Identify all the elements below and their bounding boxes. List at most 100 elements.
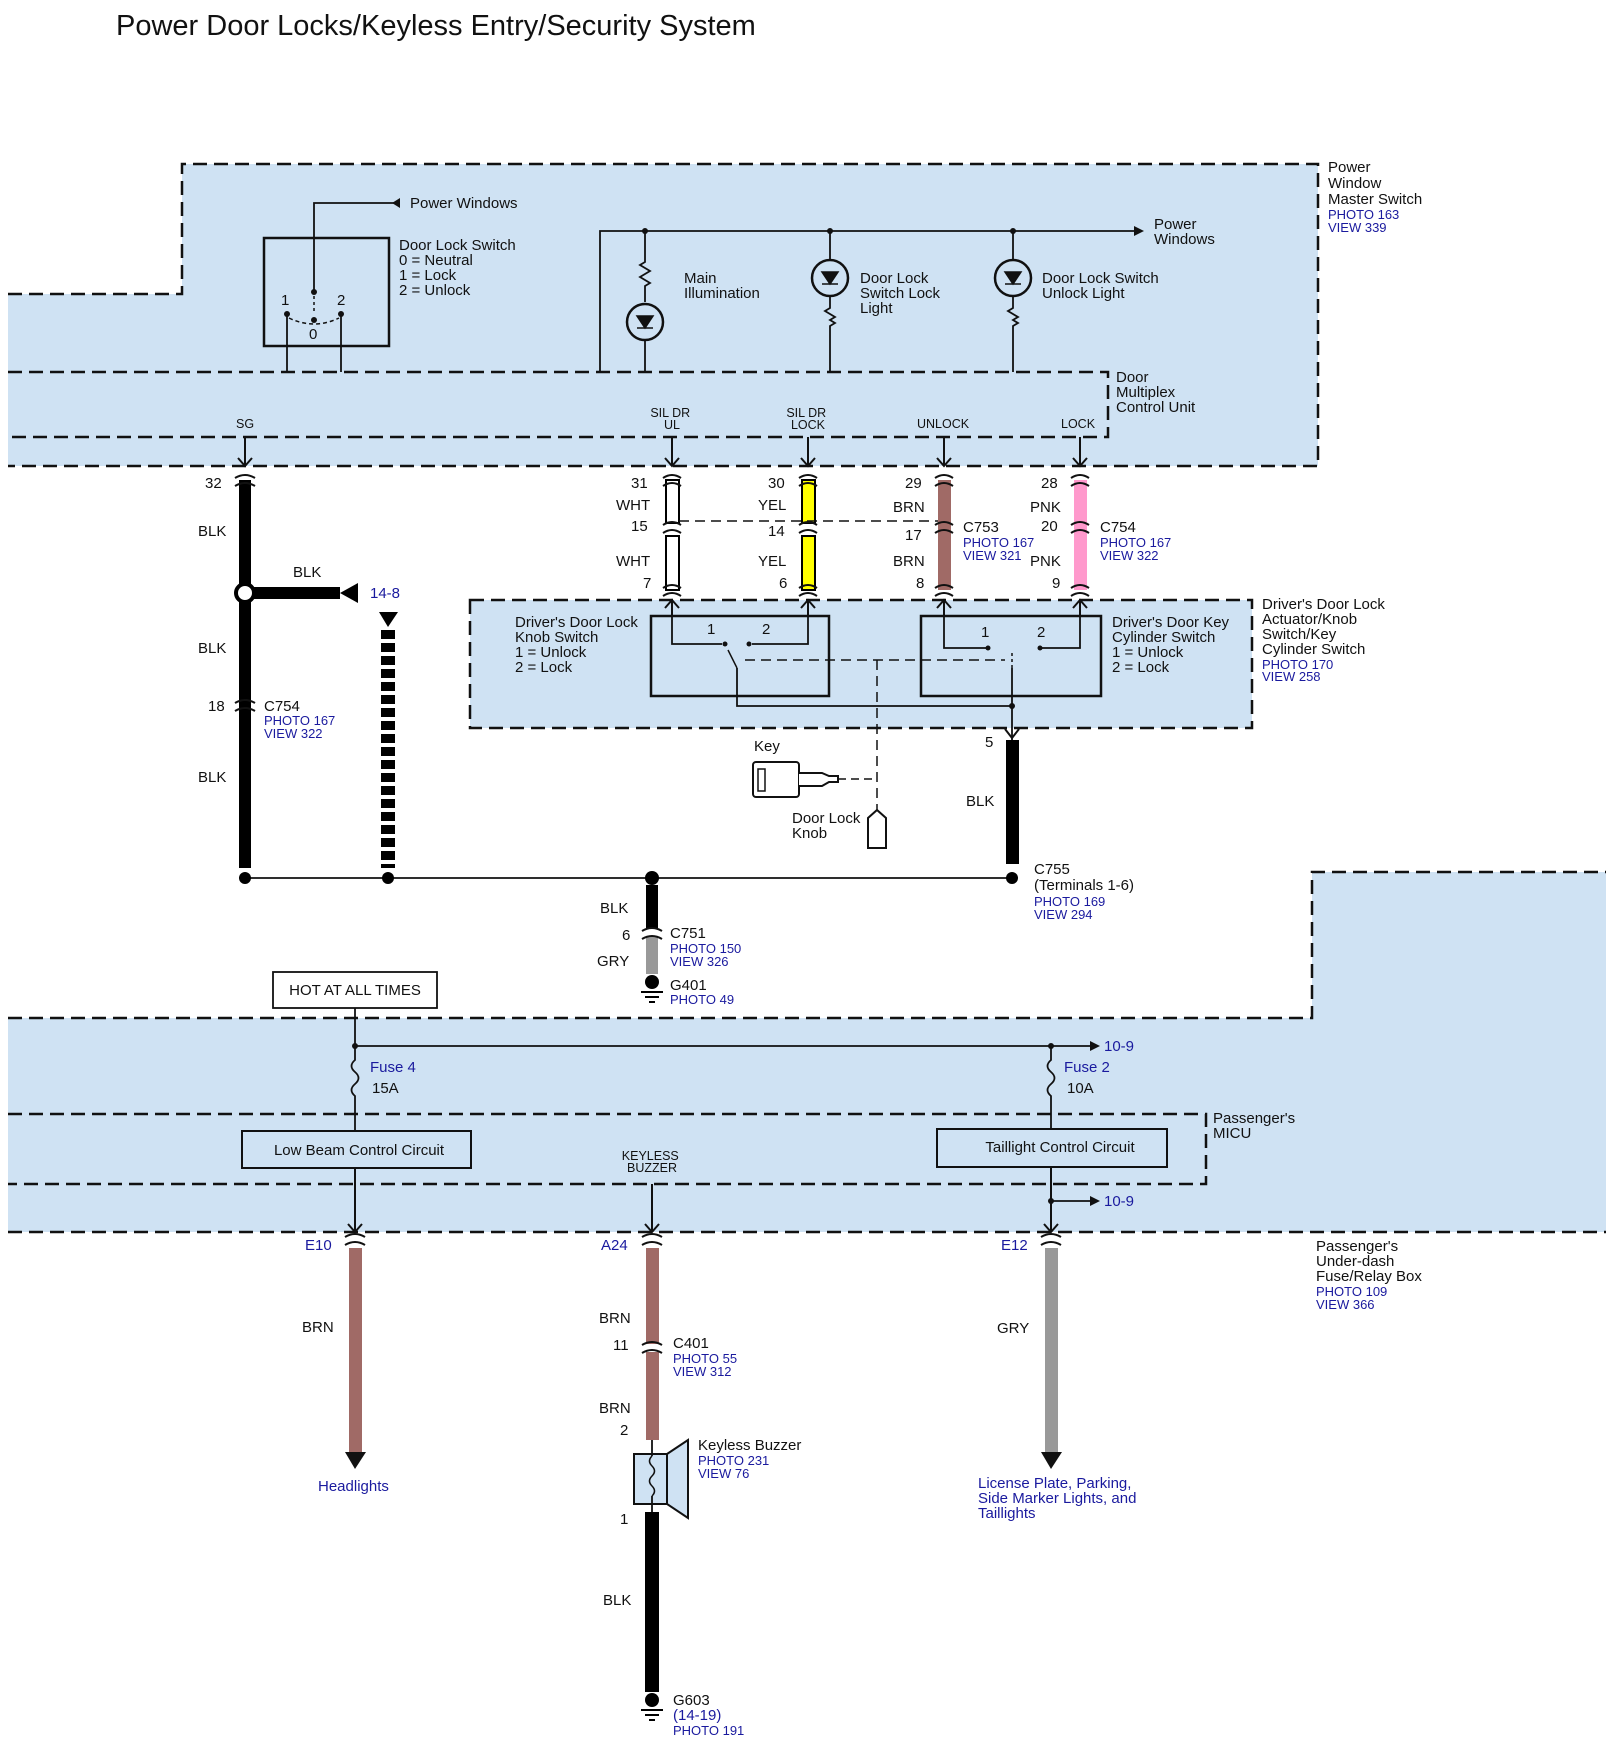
wire-label-yel-2: YEL bbox=[758, 553, 786, 570]
conn-c751-mark bbox=[641, 927, 663, 940]
knob-common-wire bbox=[736, 668, 1012, 707]
knob-pos-2: 2 bbox=[762, 621, 770, 638]
fuse-4-amps: 15A bbox=[372, 1080, 399, 1097]
bus-node-3 bbox=[645, 871, 659, 885]
pin-2: 2 bbox=[620, 1422, 628, 1439]
wire-brn-e10 bbox=[349, 1248, 362, 1452]
buzzer-term-arrow bbox=[644, 1184, 660, 1234]
cyl-contact-1 bbox=[985, 645, 991, 651]
ref-10-9b-arrow-icon bbox=[1090, 1196, 1100, 1206]
conn-c401-mark bbox=[641, 1341, 663, 1354]
pwms-border bbox=[8, 162, 1320, 468]
wire-label-brn-a24: BRN bbox=[599, 1310, 631, 1327]
conn-c754a-photo: PHOTO 167 bbox=[264, 713, 335, 728]
cyl-out-arrow bbox=[1004, 728, 1020, 740]
keyless-buzzer-photo: PHOTO 231 bbox=[698, 1453, 769, 1468]
main-illum-label: Main Illumination bbox=[684, 270, 760, 302]
conn-c755: C755 bbox=[1034, 861, 1070, 878]
wire-label-yel-1: YEL bbox=[758, 497, 786, 514]
conn-c753-view: VIEW 321 bbox=[963, 548, 1022, 563]
wire-label-pnk-2: PNK bbox=[1030, 553, 1061, 570]
pnk-conn-marks bbox=[1070, 474, 1090, 597]
term-sil-lock: SIL DR LOCK bbox=[786, 406, 829, 432]
micu-border bbox=[8, 1112, 1208, 1186]
fuse-box-label: Passenger's Under-dash Fuse/Relay Box bbox=[1316, 1238, 1422, 1285]
conn-c754a-mark bbox=[234, 699, 256, 712]
wire-yel-1 bbox=[801, 479, 816, 524]
pin-9: 9 bbox=[1052, 575, 1060, 592]
page-title: Power Door Locks/Keyless Entry/Security … bbox=[116, 10, 756, 42]
bus-node-2 bbox=[382, 872, 394, 884]
wire-wht-1 bbox=[665, 479, 680, 524]
wire-label-gry-e12: GRY bbox=[997, 1320, 1029, 1337]
switch-pivot-dot bbox=[311, 289, 317, 295]
wht-conn-marks bbox=[662, 474, 682, 597]
headlights-label: Headlights bbox=[318, 1478, 389, 1495]
bus-node-1 bbox=[239, 872, 251, 884]
keyless-buzzer-label: Keyless Buzzer bbox=[698, 1437, 801, 1454]
low-beam-label: Low Beam Control Circuit bbox=[274, 1142, 445, 1159]
switch-pos-2: 2 bbox=[337, 292, 345, 309]
pin-29: 29 bbox=[905, 475, 922, 492]
door-lock-switch-label: Door Lock Switch 0 = Neutral 1 = Lock 2 … bbox=[399, 237, 520, 299]
fuse-2-amps: 10A bbox=[1067, 1080, 1094, 1097]
wire-label-wht-1: WHT bbox=[616, 497, 650, 514]
pw-feed-wire bbox=[313, 202, 366, 292]
power-windows-label-2: Power Windows bbox=[1154, 216, 1215, 248]
pin-7: 7 bbox=[643, 575, 651, 592]
dashed-wire-arrow-icon bbox=[379, 612, 398, 627]
key-cylinder-switch bbox=[919, 614, 1103, 698]
knob-switch bbox=[649, 614, 831, 698]
pin-11: 11 bbox=[613, 1337, 629, 1354]
ground-g603-icon bbox=[641, 1693, 663, 1721]
wire-label-brn-c401: BRN bbox=[599, 1400, 631, 1417]
main-illum-diode bbox=[635, 315, 655, 330]
door-lock-knob-icon bbox=[867, 808, 887, 849]
pwms-view: VIEW 339 bbox=[1328, 220, 1387, 235]
ref-14-8-arrow-icon bbox=[340, 583, 358, 603]
ref-10-9a-arrow-icon bbox=[1090, 1041, 1100, 1051]
wire-label-pnk-1: PNK bbox=[1030, 499, 1061, 516]
cyl-contact-2 bbox=[1037, 645, 1043, 651]
pwms-photo: PHOTO 163 bbox=[1328, 207, 1399, 222]
conn-c755-sub: (Terminals 1-6) bbox=[1034, 877, 1134, 894]
pin-14: 14 bbox=[768, 523, 785, 540]
taillight-label: Taillight Control Circuit bbox=[985, 1139, 1135, 1156]
fuse-box-photo: PHOTO 109 bbox=[1316, 1284, 1387, 1299]
wire-blk-buzzer bbox=[645, 1512, 659, 1692]
wire-label-brn-e10: BRN bbox=[302, 1319, 334, 1336]
pin-8: 8 bbox=[916, 575, 924, 592]
conn-c754a-view: VIEW 322 bbox=[264, 726, 323, 741]
pin-17: 17 bbox=[905, 527, 922, 544]
cyl-pos-1: 1 bbox=[981, 624, 989, 641]
wire-gry-g401 bbox=[646, 936, 658, 974]
yel-conn-marks bbox=[798, 474, 818, 597]
pin-31: 31 bbox=[631, 475, 648, 492]
actuator-border bbox=[468, 598, 1254, 730]
conn-c754b-photo: PHOTO 167 bbox=[1100, 535, 1171, 550]
wire-blk-14-8 bbox=[254, 587, 340, 599]
wire-label-gry-g: GRY bbox=[597, 953, 629, 970]
fuse-box-view: VIEW 366 bbox=[1316, 1297, 1375, 1312]
lock-light-diode bbox=[820, 271, 840, 286]
pw-arrow-icon bbox=[392, 198, 400, 208]
conn-c751: C751 bbox=[670, 925, 706, 942]
lock-light-label: Door Lock Switch Lock Light bbox=[860, 270, 944, 317]
wire-label-blk-buz: BLK bbox=[603, 1592, 631, 1609]
conn-c755-view: VIEW 294 bbox=[1034, 907, 1093, 922]
hot-at-all-times-box bbox=[272, 971, 438, 1009]
tail-branch-node bbox=[1048, 1198, 1054, 1204]
wire-label-brn-1: BRN bbox=[893, 499, 925, 516]
pin-5: 5 bbox=[985, 734, 993, 751]
knob-switch-label: Driver's Door Lock Knob Switch 1 = Unloc… bbox=[515, 614, 642, 676]
wire-yel-2 bbox=[801, 535, 816, 591]
pin-6b: 6 bbox=[622, 927, 630, 944]
ground-g401-icon bbox=[641, 975, 663, 1003]
door-lock-knob-label: Door Lock Knob bbox=[792, 810, 865, 842]
term-lock: LOCK bbox=[1061, 417, 1096, 431]
pin-32: 32 bbox=[205, 475, 222, 492]
taillight-box bbox=[936, 1128, 1168, 1168]
conn-g603: G603 bbox=[673, 1692, 710, 1709]
fuse-4-name: Fuse 4 bbox=[370, 1059, 416, 1076]
wire-brn-a24 bbox=[646, 1248, 659, 1344]
